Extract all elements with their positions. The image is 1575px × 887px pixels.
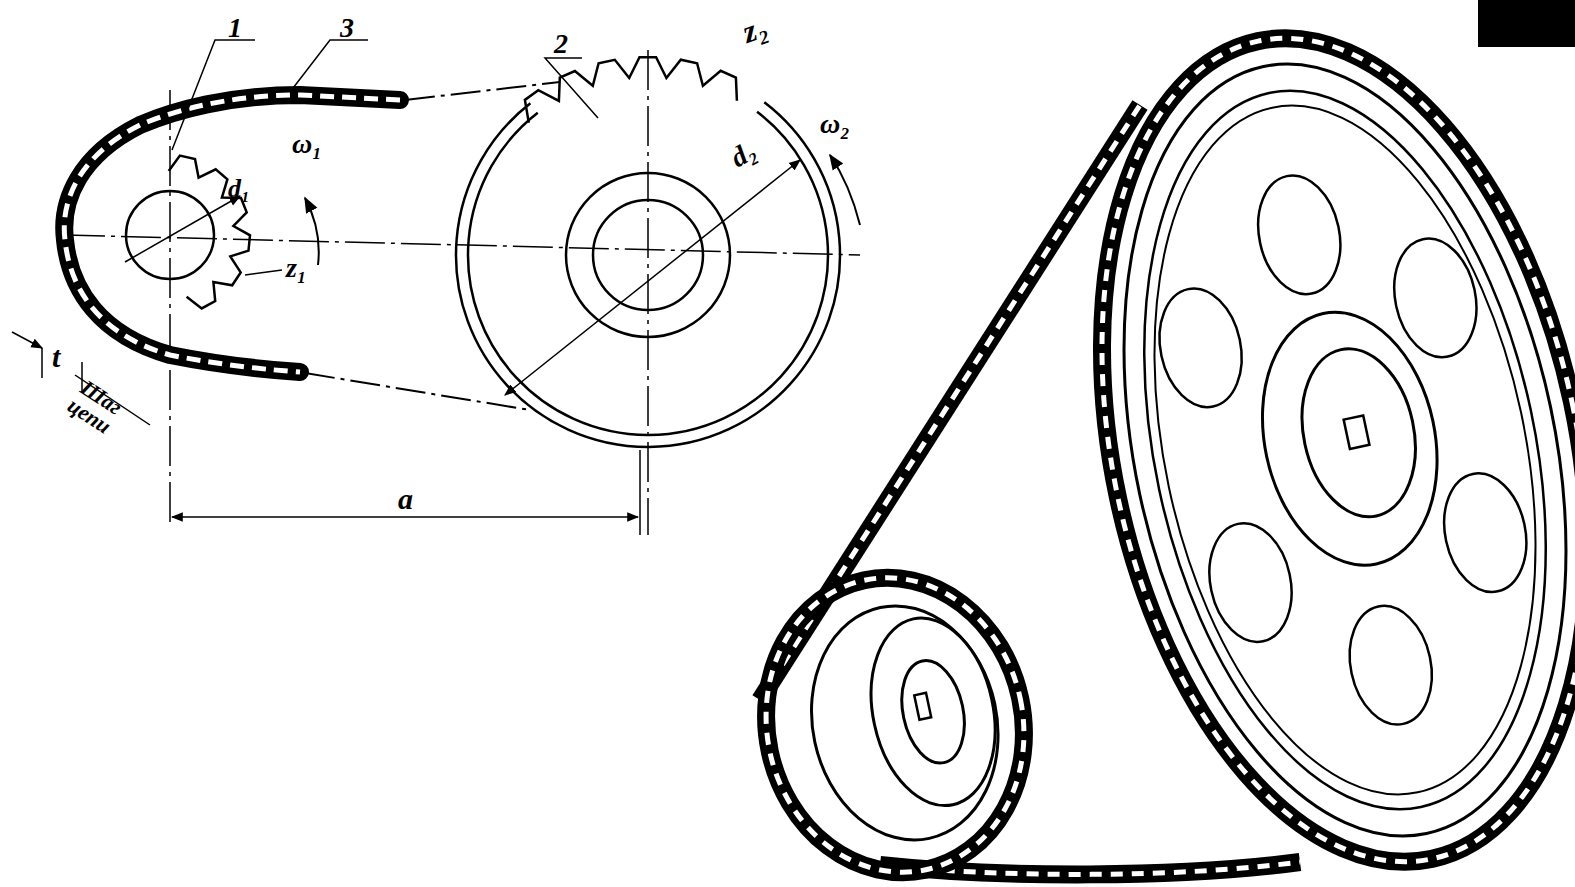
leader-lines	[172, 40, 598, 275]
angular-velocity: ω₂	[820, 110, 850, 138]
small-sprocket	[126, 156, 250, 309]
large-sprocket	[456, 57, 840, 447]
callout-number: 2	[554, 30, 568, 58]
corner-block	[1478, 0, 1575, 47]
chain-links	[64, 95, 400, 372]
teeth-count: z₁	[286, 254, 307, 282]
sprocket-teeth	[525, 57, 737, 123]
callout-number: 3	[340, 14, 354, 42]
sprocket-pair-3d	[739, 0, 1575, 887]
sprocket-teeth	[169, 156, 250, 309]
dimension-a	[172, 450, 640, 535]
angular-velocity: ω₁	[292, 130, 322, 158]
pitch-caption: Шаг цепи	[58, 372, 132, 442]
diameter-label: d₁	[228, 176, 250, 202]
rotation-arrow	[830, 155, 860, 225]
pitch-label: t	[52, 342, 60, 372]
teeth-count: z₂	[738, 10, 771, 48]
diameter-label: d₂	[726, 136, 761, 172]
chain-branches	[305, 82, 560, 410]
center-lines	[65, 50, 860, 535]
callout-number: 1	[228, 14, 242, 42]
dimension-label: a	[398, 484, 413, 514]
dimension-line	[505, 160, 800, 395]
chain	[64, 95, 400, 372]
dimension-line	[125, 196, 240, 262]
sprocket-rim	[456, 102, 840, 447]
sprocket-rim	[468, 112, 828, 435]
rotation-arrow	[305, 198, 319, 265]
